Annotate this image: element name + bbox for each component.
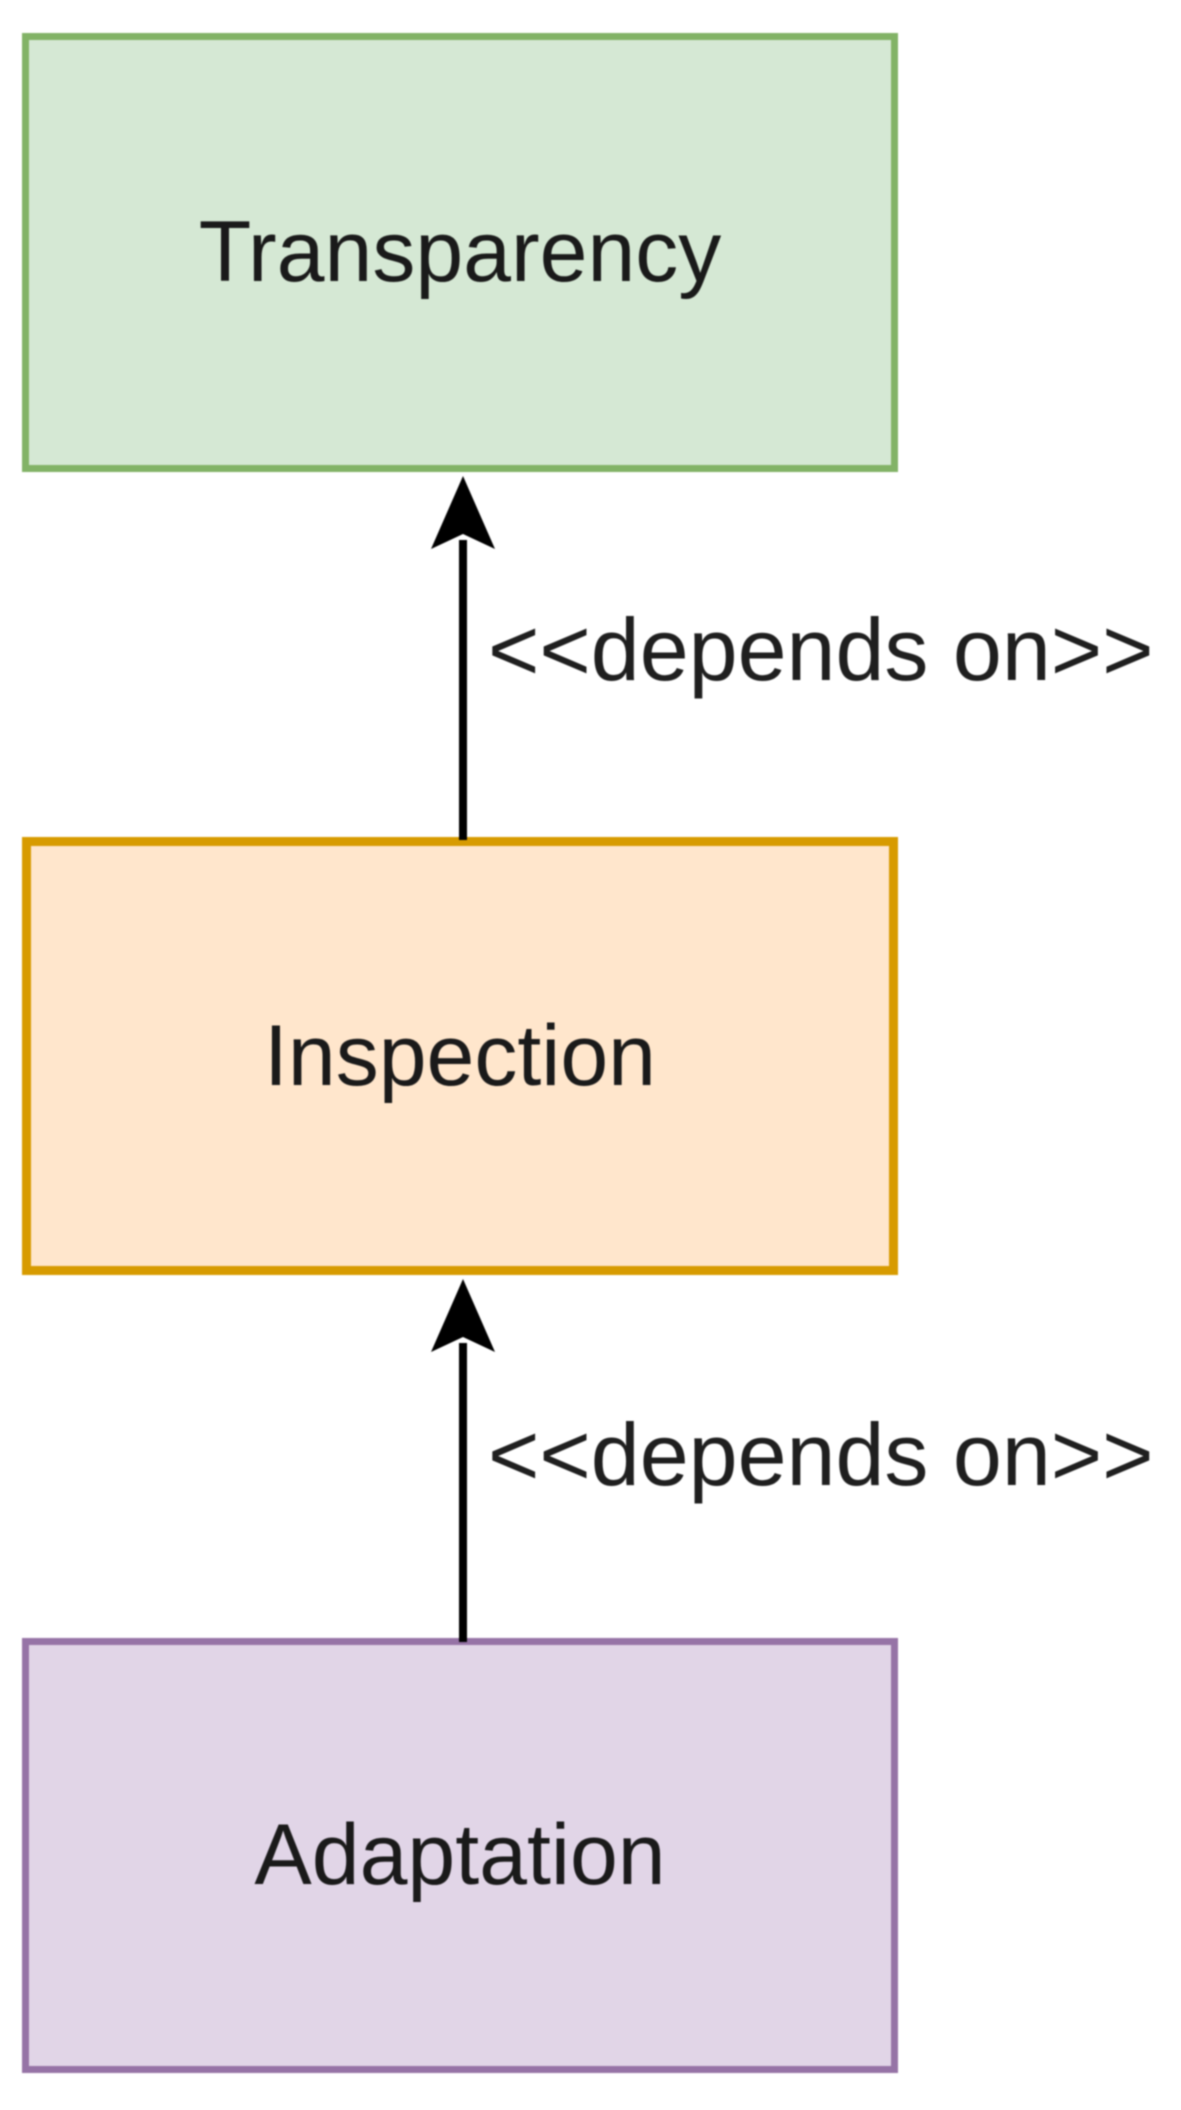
node-inspection-label: Inspection <box>263 1007 657 1104</box>
edge-label-depends-on-2: <<depends on>> <box>488 1405 1154 1504</box>
dependency-arrow-adaptation-to-inspection <box>431 1279 495 1642</box>
node-transparency: Transparency <box>22 33 898 472</box>
edge-label-depends-on-1: <<depends on>> <box>488 600 1154 699</box>
node-transparency-label: Transparency <box>198 204 722 300</box>
node-adaptation-label: Adaptation <box>254 1807 666 1903</box>
node-adaptation: Adaptation <box>22 1638 898 2073</box>
node-inspection: Inspection <box>22 837 898 1275</box>
dependency-arrow-inspection-to-transparency <box>431 476 495 840</box>
